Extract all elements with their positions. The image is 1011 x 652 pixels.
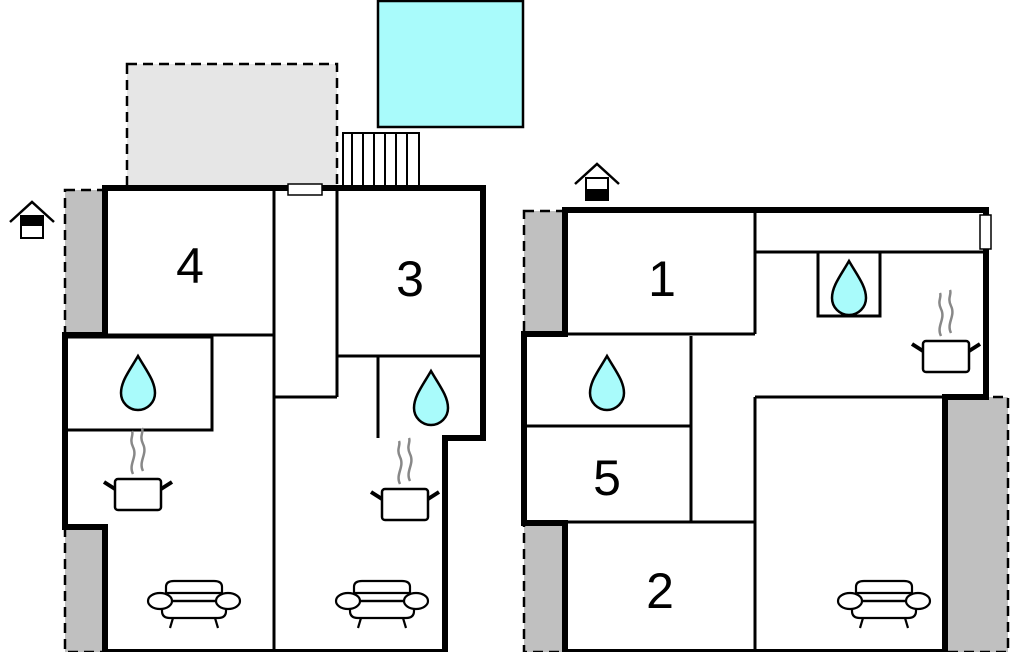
interior-walls	[67, 188, 483, 652]
entrance-icon	[8, 200, 56, 240]
right-unit: 1 5 2	[521, 162, 1010, 652]
living-room-sofa-icon	[334, 579, 430, 630]
bathroom-drop-icon	[830, 259, 868, 317]
bathroom-drop-icon	[412, 369, 450, 427]
terrace	[522, 521, 567, 652]
room-label: 2	[646, 563, 674, 619]
bathroom-drop-icon	[119, 354, 157, 412]
terrace	[63, 188, 107, 337]
terrace	[943, 395, 1010, 652]
room-label: 1	[648, 251, 676, 307]
window	[979, 214, 992, 250]
interior-walls	[526, 210, 986, 652]
patio	[125, 62, 339, 189]
left-unit: 4 3	[8, 0, 525, 652]
entrance-icon	[573, 162, 621, 202]
bathroom-drop-icon	[588, 354, 626, 412]
room-label: 3	[396, 251, 424, 307]
kitchen-pot-icon	[102, 426, 174, 512]
exterior-wall	[62, 185, 486, 652]
terrace	[63, 525, 107, 652]
pool	[376, 0, 525, 129]
stairs	[342, 132, 420, 187]
living-room-sofa-icon	[146, 579, 242, 630]
living-room-sofa-icon	[836, 579, 932, 630]
kitchen-pot-icon	[369, 436, 441, 522]
exterior-wall	[521, 207, 989, 652]
terrace	[522, 209, 567, 336]
room-label: 5	[593, 450, 621, 506]
room-label: 4	[176, 238, 204, 294]
window	[287, 183, 323, 196]
kitchen-pot-icon	[910, 288, 982, 374]
